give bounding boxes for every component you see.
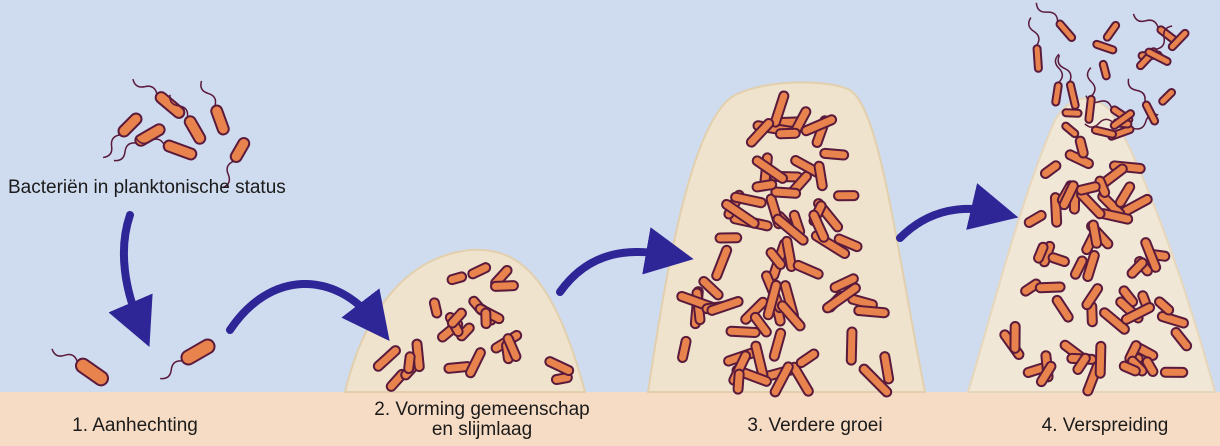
bacterium [820,148,849,159]
bacterium [771,187,800,198]
bacterium [404,352,415,374]
stage-2-label: 2. Vorming gemeenschap en slijmlaag [322,400,642,440]
bacterium [199,78,230,137]
arrow-planktonic-to-attachment [124,215,140,325]
bacterium [1099,60,1111,80]
bacterium [1028,17,1042,72]
bacterium [1010,322,1019,353]
arrow-attachment-to-community [230,284,375,330]
bacterium [50,340,110,388]
bacterium [1062,109,1081,117]
stage-2-label-line-2: en slijmlaag [322,420,642,440]
bacterium [834,191,858,200]
bacterium [1096,342,1106,378]
bacterium [715,233,741,242]
bacterium [1102,21,1120,43]
bacterium [726,326,760,337]
planktonic-bacteria-label: Bacteriën in planktonische status [8,178,286,198]
bacterium [1158,88,1177,107]
bacterium [168,90,207,146]
bacterium [1092,40,1117,54]
bacterium [847,327,857,364]
bacterium [109,122,167,162]
bacterium [155,337,217,381]
bacterium [1034,0,1076,44]
bacterium [1161,368,1187,377]
stage-4-label: 4. Verspreiding [990,416,1220,436]
bacterium [1036,282,1065,292]
stage-3-label: 3. Verdere groei [700,416,930,436]
bacterium [854,306,889,318]
stage-1-label: 1. Aanhechting [30,416,240,436]
arrow-community-to-growth [560,252,670,292]
arrow-growth-to-dispersal [900,209,995,238]
bacterium [733,369,744,394]
bacterium [481,308,491,328]
stage-2-label-line-1: 2. Vorming gemeenschap [322,400,642,420]
bacterium [776,129,800,139]
bacterium [491,281,518,291]
